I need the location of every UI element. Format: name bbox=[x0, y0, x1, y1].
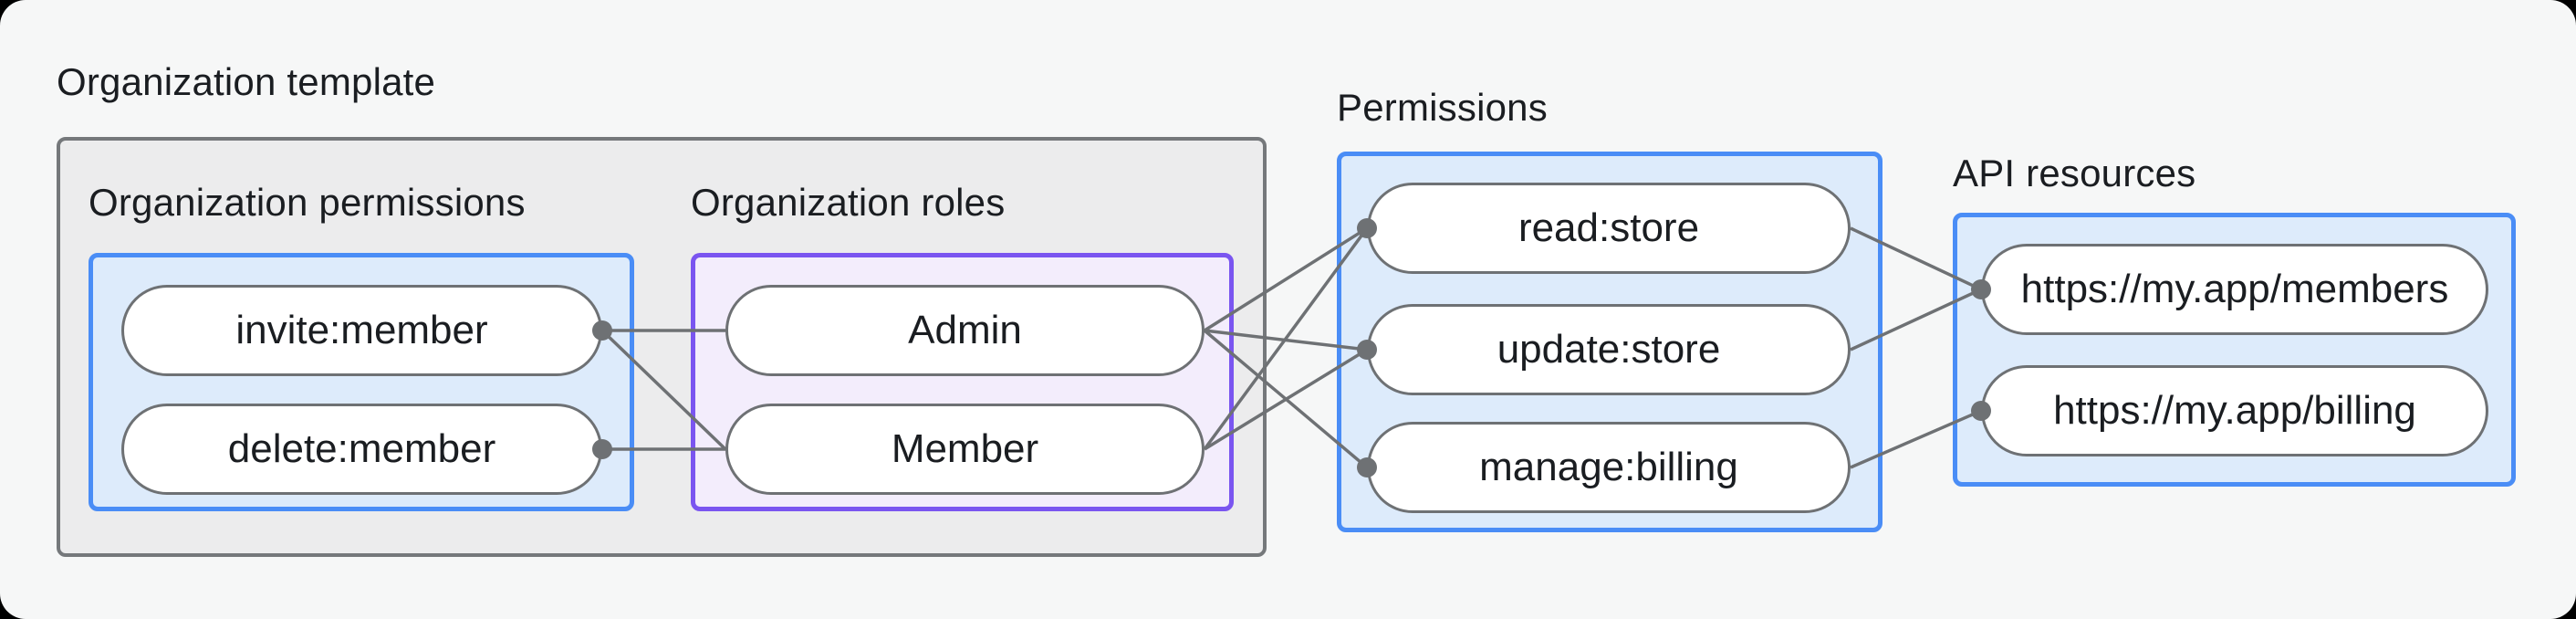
node-delete-member: delete:member bbox=[121, 404, 602, 495]
org-roles-label: Organization roles bbox=[691, 181, 1006, 224]
org-template-label: Organization template bbox=[57, 60, 436, 103]
node-api-billing: https://my.app/billing bbox=[1981, 365, 2488, 456]
node-member: Member bbox=[725, 404, 1205, 495]
node-api-members: https://my.app/members bbox=[1981, 244, 2488, 335]
node-invite-member: invite:member bbox=[121, 285, 602, 376]
org-permissions-label: Organization permissions bbox=[89, 181, 526, 224]
node-read-store: read:store bbox=[1367, 183, 1851, 274]
node-manage-billing: manage:billing bbox=[1367, 422, 1851, 513]
permissions-label: Permissions bbox=[1337, 86, 1548, 129]
node-admin: Admin bbox=[725, 285, 1205, 376]
node-update-store: update:store bbox=[1367, 304, 1851, 395]
api-resources-label: API resources bbox=[1953, 152, 2196, 194]
